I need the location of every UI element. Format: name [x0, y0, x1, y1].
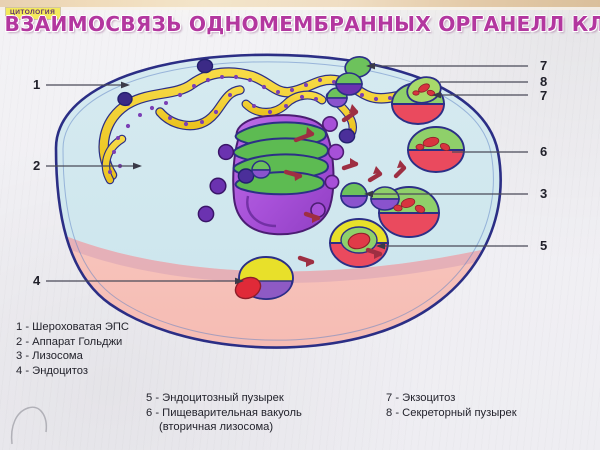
legend-item-3: 3 - Лизосома — [16, 350, 83, 363]
cell-membrane-inner — [62, 61, 494, 341]
transport-arrowheads — [294, 104, 406, 267]
legend-column-2: 5 - Эндоцитозный пузырек 6 - Пищеварител… — [146, 391, 302, 435]
endocytosis-site — [234, 256, 294, 300]
subject-badge: ЦИТОЛОГИЯ — [6, 8, 61, 19]
legend-column-3: 7 - Экзоцитоз 8 - Секреторный пузырек — [386, 391, 517, 420]
page-title: ВЗАИМОСВЯЗЬ ОДНОМЕМБРАННЫХ ОРГАНЕЛЛ КЛЕТ… — [4, 12, 600, 36]
top-border-stripe — [0, 0, 600, 7]
top-border-stripe-highlight — [0, 7, 600, 10]
exocytosis-upper-right — [391, 76, 445, 125]
legend-item-6: 6 - Пищеварительная вакуоль — [146, 406, 302, 419]
engulfed-particle — [234, 276, 262, 300]
callout-right-7-top: 7 — [540, 58, 548, 73]
legend-column-1: 1 - Шероховатая ЭПС 2 - Аппарат Гольджи … — [16, 320, 129, 378]
callout-right-8: 8 — [540, 74, 548, 89]
exocytosis-top — [335, 56, 372, 96]
callout-right-5: 5 — [540, 238, 548, 253]
lysosome-small-lower — [251, 160, 271, 179]
legend-item-2: 2 - Аппарат Гольджи — [16, 335, 123, 348]
callout-left-2: 2 — [33, 158, 41, 173]
endocytotic-vesicle — [329, 218, 389, 268]
legend-item-1: 1 - Шероховатая ЭПС — [16, 321, 129, 333]
er-transition-vesicles — [117, 58, 356, 144]
golgi-apparatus — [197, 114, 345, 236]
legend-item-6-sub: (вторичная лизосома) — [159, 421, 274, 434]
lysosome-small-upper — [326, 87, 348, 108]
cytoplasm-divide-shadow — [56, 214, 501, 283]
leader-arrowheads — [121, 62, 441, 285]
golgi-budding-vesicles — [310, 116, 345, 218]
digestive-vacuole-upper — [407, 126, 465, 173]
callout-right-3: 3 — [540, 186, 548, 201]
legend-item-7: 7 - Экзоцитоз — [386, 392, 456, 404]
legend-item-8: 8 - Секреторный пузырек — [386, 406, 517, 419]
cell-membrane — [54, 53, 502, 349]
leader-lines — [46, 65, 528, 282]
golgi-cis-face-vesicles — [197, 143, 255, 223]
lysosome — [340, 182, 368, 209]
callout-left-1: 1 — [33, 77, 41, 92]
callout-left-4: 4 — [33, 273, 41, 288]
legend-item-4: 4 - Эндоцитоз — [16, 364, 89, 377]
callout-right-7-second: 7 — [540, 88, 548, 103]
vesicle-cargo — [347, 232, 371, 250]
callout-right-6: 6 — [540, 144, 548, 159]
vacuole-contents-upper — [415, 136, 451, 152]
legend-item-5: 5 - Эндоцитозный пузырек — [146, 392, 284, 404]
pencil-doodle — [10, 406, 48, 445]
vacuole-contents — [393, 198, 426, 214]
